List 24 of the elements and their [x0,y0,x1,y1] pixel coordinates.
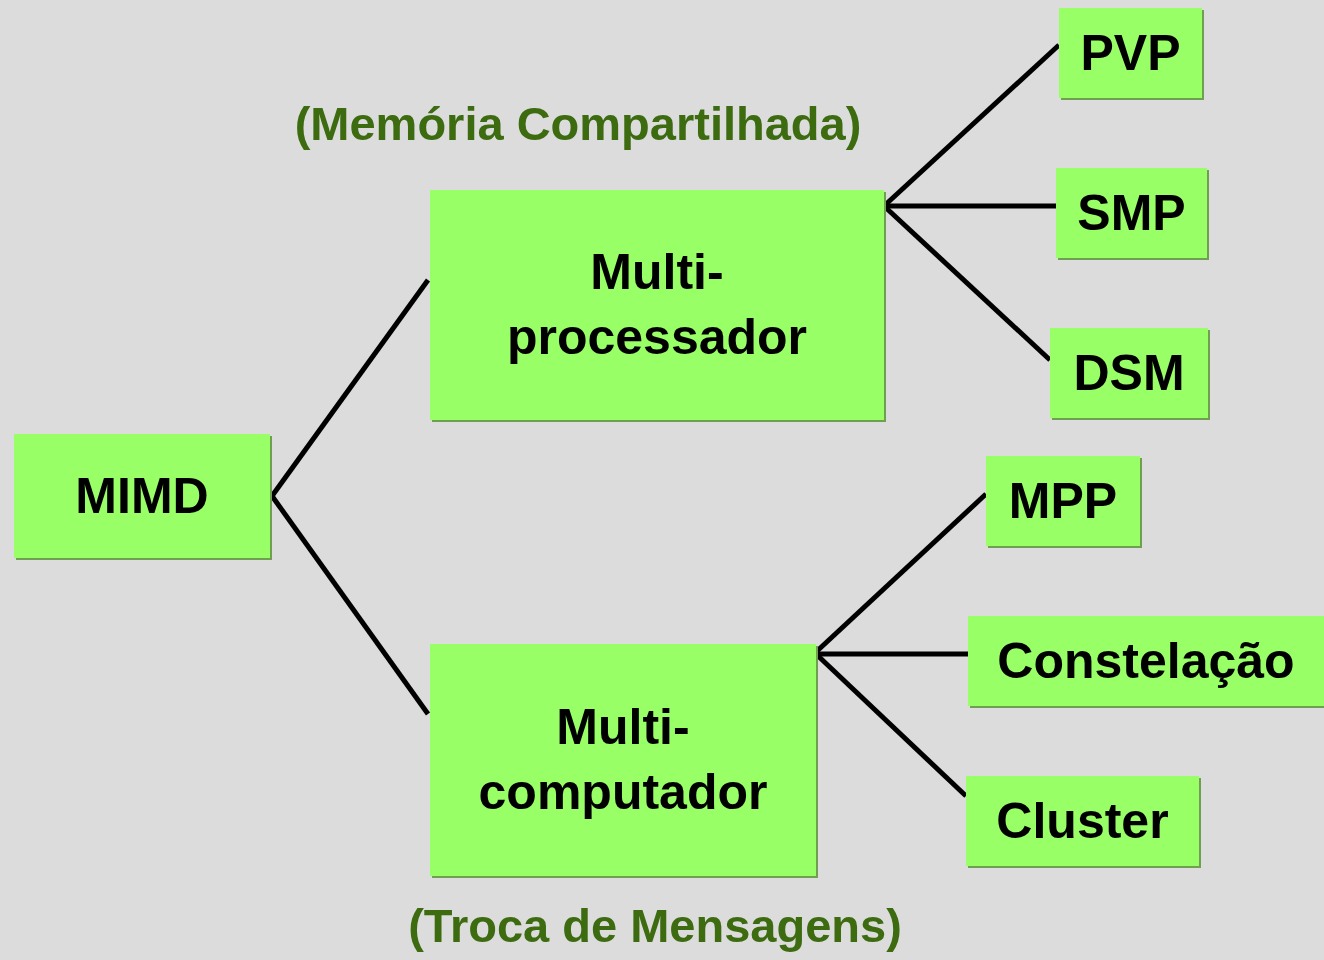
connector-line [269,278,431,498]
category-box [1059,8,1202,98]
category-box [1050,328,1208,418]
node-label: Constelação [997,631,1295,691]
category-box [1056,168,1207,258]
node-label: Multi- computador [477,698,769,822]
category-box [966,776,1199,866]
category-box [14,434,270,558]
node-label: SMP [1077,183,1186,243]
node-label: DSM [1073,343,1185,403]
annotation-text: (Troca de Mensagens) [408,898,902,953]
category-box [968,616,1324,706]
node-label: MPP [1008,471,1118,531]
category-box [430,190,884,420]
category-box [986,456,1140,546]
connector-line [816,651,968,657]
node-label: PVP [1080,23,1181,83]
category-box [430,644,816,876]
node-label: MIMD [75,466,209,526]
connector-line [884,203,1056,209]
node-label: Multi- processador [505,243,809,367]
node-label: Cluster [996,791,1169,851]
annotation-text: (Memória Compartilhada) [294,96,862,151]
connector-line [269,494,431,716]
